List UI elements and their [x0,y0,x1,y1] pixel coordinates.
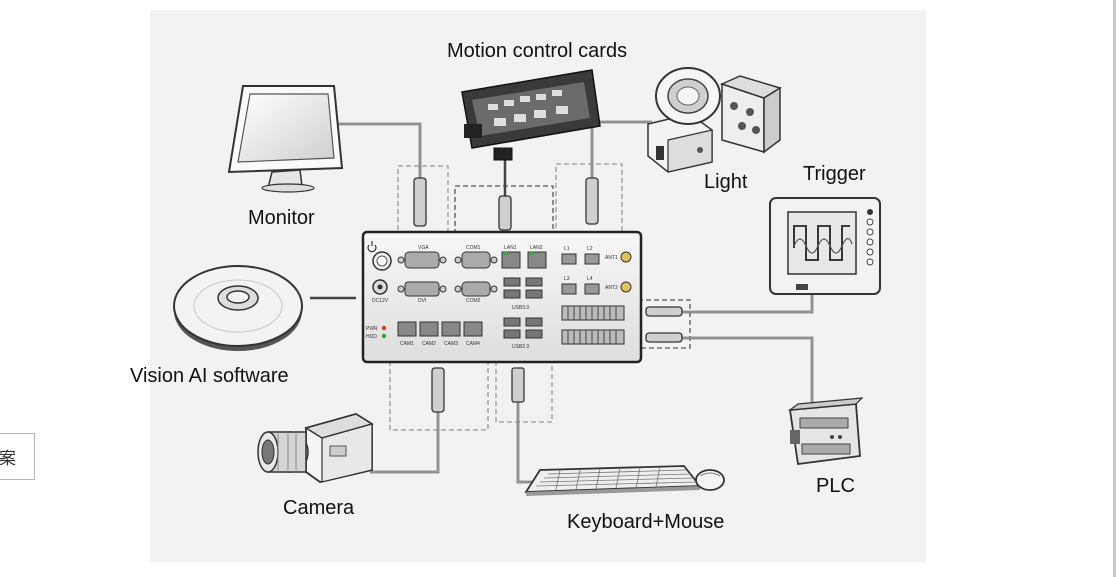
port-label-cam4: CAM4 [466,341,480,347]
port-labels: VGA COM1 LAN1 LAN2 DVI COM2 USB3.0 USB2.… [366,245,618,350]
port-label-usb3: USB3.0 [512,305,529,311]
vision-ai-software-disc-icon [173,265,303,351]
label-vision-ai-software: Vision AI software [130,365,289,387]
port-label-l3: L3 [564,276,570,282]
side-tab-text: 案 [0,449,16,468]
motion-control-card-icon [461,69,601,161]
trigger-icon [769,197,881,295]
label-camera: Camera [283,497,355,519]
port-label-com2: COM2 [466,298,481,304]
port-label-l2: L2 [587,246,593,252]
port-label-l1: L1 [564,246,570,252]
label-trigger: Trigger [803,163,866,185]
label-plc: PLC [816,475,855,497]
label-monitor: Monitor [248,207,315,229]
label-light: Light [704,171,748,193]
port-label-lan2: LAN2 [530,245,543,251]
side-tab[interactable]: 案 [0,433,35,480]
industrial-pc-box [361,230,643,364]
port-label-com1: COM1 [466,245,481,251]
port-label-usb2: USB2.0 [512,344,529,350]
port-label-dc12v: DC12V [372,298,389,304]
light-icon [647,67,782,173]
port-label-vga: VGA [418,245,429,251]
port-label-cam2: CAM2 [422,341,436,347]
connectors [413,177,683,413]
cables [310,120,814,484]
port-label-l4: L4 [587,276,593,282]
port-label-cam3: CAM3 [444,341,458,347]
monitor-icon [227,85,344,193]
plc-icon [787,397,864,466]
camera-icon [257,413,374,483]
port-label-lan1: LAN1 [504,245,517,251]
port-label-ant1: ANT1 [605,255,618,261]
scrollbar[interactable] [1113,0,1116,577]
port-label-ant2: ANT2 [605,285,618,291]
led-label-hdd: HDD [366,334,377,340]
label-motion-control-cards: Motion control cards [447,40,628,62]
label-keyboard-mouse: Keyboard+Mouse [567,511,725,533]
led-label-pwr: PWR [366,326,378,332]
port-label-dvi: DVI [418,298,426,304]
keyboard-mouse-icon [524,465,725,496]
port-label-cam1: CAM1 [400,341,414,347]
